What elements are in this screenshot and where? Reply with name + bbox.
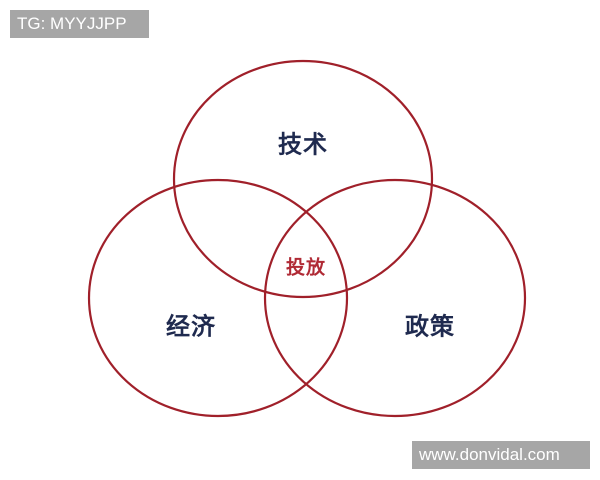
circle-economy — [87, 178, 349, 418]
circle-technology — [172, 59, 434, 299]
label-economy: 经济 — [166, 312, 216, 341]
circle-policy — [263, 178, 527, 418]
watermark-top-left: TG: MYYJJPP — [10, 10, 149, 38]
label-intersection: 投放 — [285, 256, 327, 279]
label-policy: 政策 — [405, 312, 455, 341]
label-technology: 技术 — [278, 130, 328, 159]
watermark-bottom-right: www.donvidal.com — [412, 441, 590, 469]
